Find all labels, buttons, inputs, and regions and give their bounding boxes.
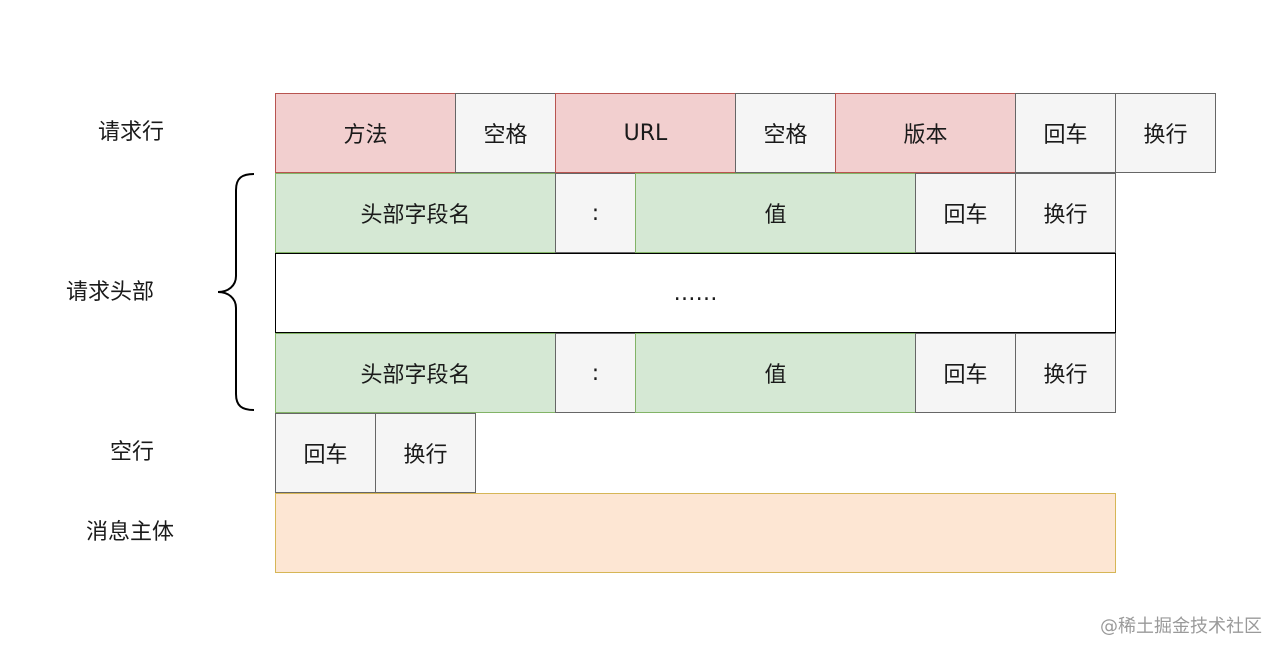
request-lf-cell: 换行 <box>1115 93 1216 173</box>
curly-brace-icon <box>217 173 255 411</box>
request-space-cell-2: 空格 <box>735 93 836 173</box>
header1-colon-cell: : <box>555 173 636 253</box>
label-request-line: 请求行 <box>98 120 165 145</box>
header2-colon-cell: : <box>555 333 636 413</box>
request-url-cell: URL <box>555 93 736 173</box>
blank-lf-cell: 换行 <box>375 413 476 493</box>
header1-value-cell: 值 <box>635 173 916 253</box>
header1-lf-cell: 换行 <box>1015 173 1116 253</box>
blank-cr-cell: 回车 <box>275 413 376 493</box>
header2-cr-cell: 回车 <box>915 333 1016 413</box>
header1-cr-cell: 回车 <box>915 173 1016 253</box>
header2-value-cell: 值 <box>635 333 916 413</box>
watermark-text: @稀土掘金技术社区 <box>1100 616 1262 637</box>
header2-field-name-cell: 头部字段名 <box>275 333 556 413</box>
message-body-cell <box>275 493 1116 573</box>
request-cr-cell: 回车 <box>1015 93 1116 173</box>
label-blank-line: 空行 <box>110 440 155 465</box>
header2-lf-cell: 换行 <box>1015 333 1116 413</box>
header1-field-name-cell: 头部字段名 <box>275 173 556 253</box>
request-version-cell: 版本 <box>835 93 1016 173</box>
request-method-cell: 方法 <box>275 93 456 173</box>
label-message-body: 消息主体 <box>86 520 175 545</box>
request-space-cell-1: 空格 <box>455 93 556 173</box>
headers-ellipsis-cell: …… <box>275 253 1116 333</box>
label-request-headers: 请求头部 <box>66 280 155 305</box>
